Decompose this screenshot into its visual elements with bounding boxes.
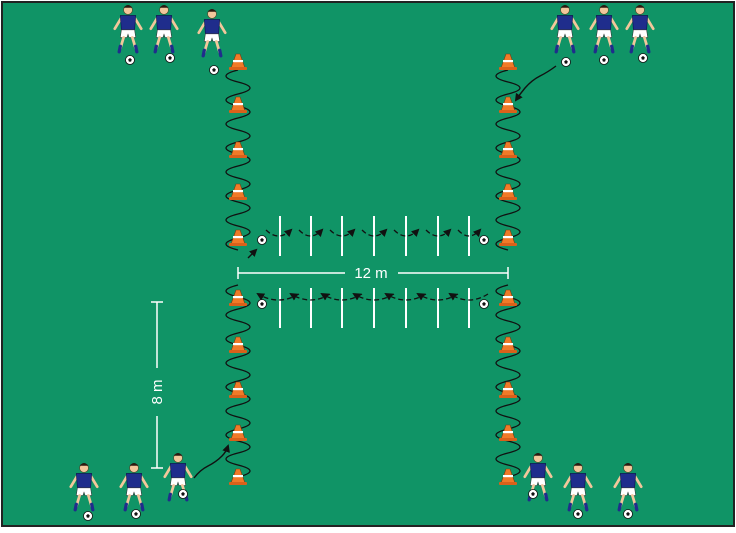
ball-icon bbox=[132, 510, 141, 519]
height-label: 8 m bbox=[149, 379, 166, 404]
width-label: 12 m bbox=[354, 265, 387, 282]
ball-icon bbox=[210, 66, 219, 75]
ball-icon bbox=[258, 300, 267, 309]
ball-icon bbox=[529, 490, 538, 499]
ball-icon bbox=[126, 56, 135, 65]
ball-icon bbox=[480, 236, 489, 245]
ball-icon bbox=[258, 236, 267, 245]
ball-icon bbox=[179, 490, 188, 499]
ball-icon bbox=[562, 58, 571, 67]
ball-icon bbox=[84, 512, 93, 521]
ball-icon bbox=[480, 300, 489, 309]
pitch bbox=[2, 2, 734, 526]
ball-icon bbox=[166, 54, 175, 63]
ball-icon bbox=[574, 510, 583, 519]
ball-icon bbox=[600, 56, 609, 65]
ball-icon bbox=[639, 54, 648, 63]
ball-icon bbox=[624, 510, 633, 519]
